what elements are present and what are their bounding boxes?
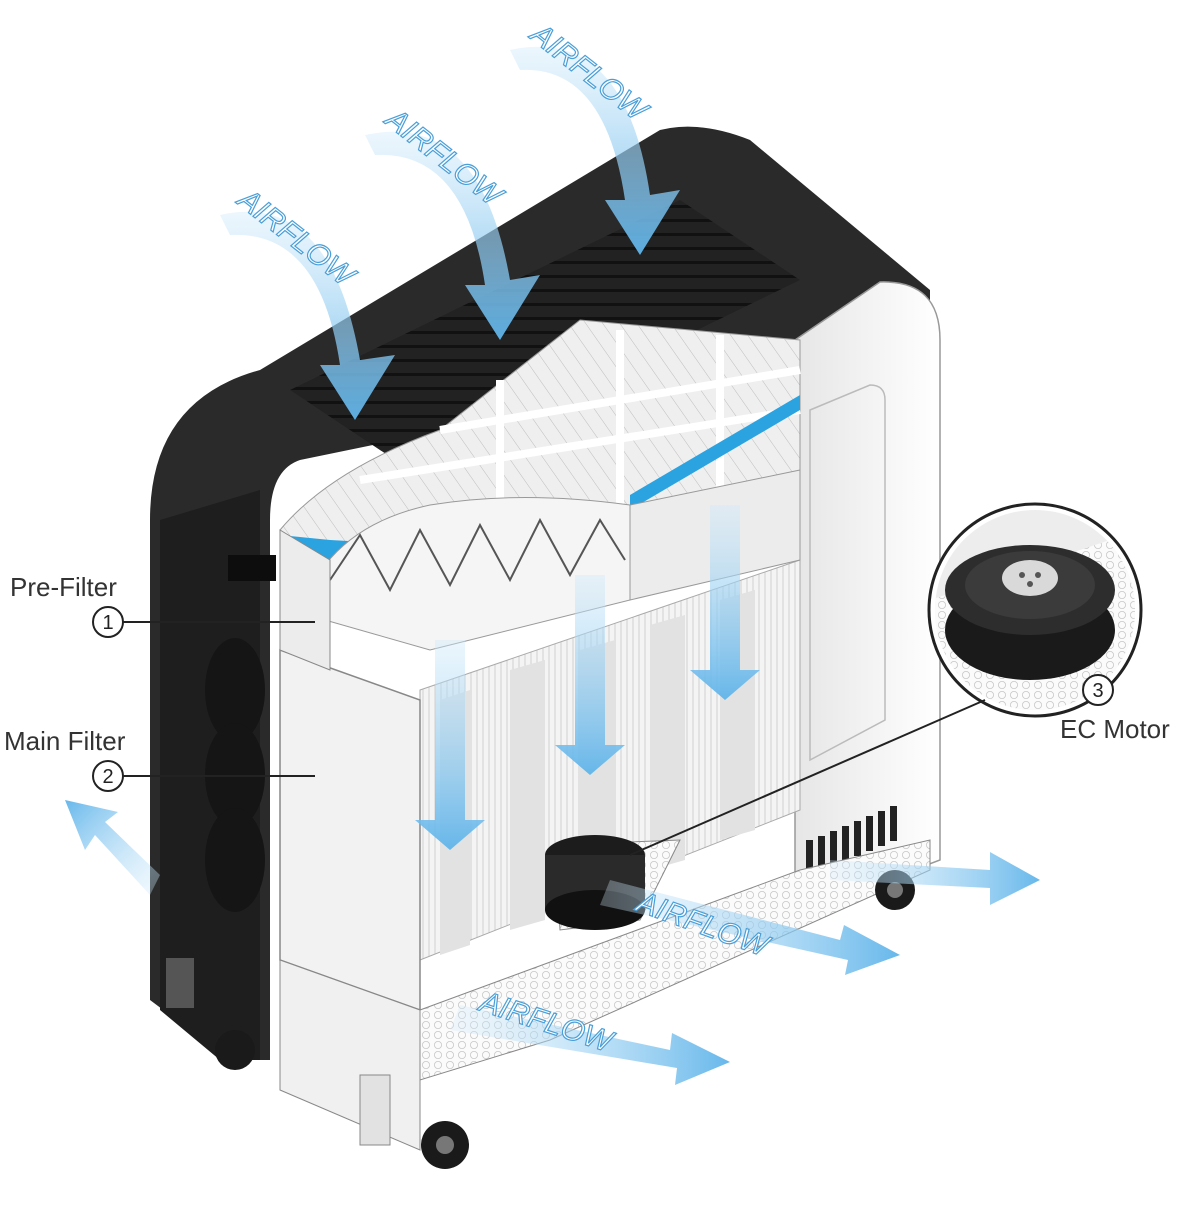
side-vent-circle [205,808,265,912]
airflow-arrow-exhaust-right [830,852,1040,905]
callout-number-circle [92,606,124,638]
pre-filter-zigzag [324,469,801,651]
callout-2: 2 [92,760,315,792]
airflow-arrow-exhaust-left [65,800,160,895]
airflow-arrow-inner-2 [555,575,625,775]
callout-1: 1 [92,606,315,638]
motor-hub [1002,560,1058,596]
callout-number-circle [1082,674,1114,706]
callout-number: 2 [102,766,113,788]
airflow-label: AIRFLOW [378,101,510,214]
side-vent-circle [205,638,265,742]
airflow-label: AIRFLOW [230,181,362,294]
handle-slot [228,555,276,581]
motor-leader-line [629,699,986,856]
airflow-arrow-inner-1 [415,640,485,850]
exhaust-vent-slots [806,806,897,875]
callout-number: 1 [102,612,113,634]
callout-label-main-filter: Main Filter [4,726,126,756]
airflow-label: AIRFLOW [523,16,655,129]
callout-label-ec-motor: EC Motor [1060,714,1170,744]
callout-number-circle [92,760,124,792]
callout-label-pre-filter: Pre-Filter [10,572,117,602]
casters [215,870,915,1169]
top-intake-grille [290,200,800,470]
caster-wheel [215,1030,255,1070]
ec-motor-in-unit [545,835,645,930]
airflow-arrow-inner-3 [690,505,760,700]
housing-right-panel [794,281,941,917]
callout-3: 3 [1082,674,1114,706]
foot-bracket [166,958,194,1008]
main-filter-front-frame [279,529,421,1012]
ec-motor-detail-bubble [629,502,1143,856]
callout-number: 3 [1092,680,1103,702]
